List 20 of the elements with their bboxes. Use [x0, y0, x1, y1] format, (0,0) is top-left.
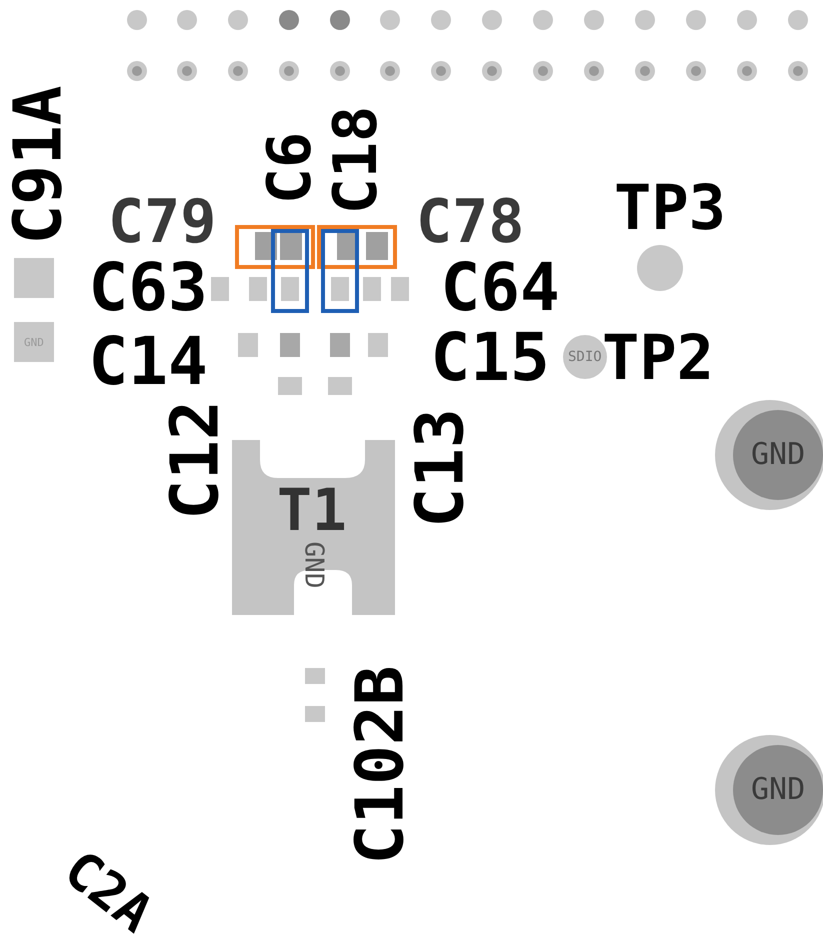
component-label: C13 — [407, 408, 474, 528]
component-label: C2A — [54, 842, 161, 942]
component-label: C18 — [326, 106, 386, 214]
component-label: C14 — [88, 329, 208, 395]
pad-label: SDIO — [568, 350, 602, 364]
component-label: T1 — [277, 481, 347, 539]
component-label: C6 — [260, 132, 320, 204]
component-label: C15 — [430, 325, 550, 391]
test-point-label: TP2 — [602, 327, 714, 389]
pad-label: GND — [751, 775, 806, 805]
pad-label: GND — [300, 542, 326, 588]
component-label: C12 — [162, 400, 228, 520]
test-point-label: TP3 — [614, 177, 726, 239]
component-label: C63 — [88, 255, 208, 321]
component-label: C102B — [346, 666, 413, 864]
component-label: C64 — [440, 255, 560, 321]
component-label: C78 — [416, 192, 524, 252]
component-label: C91A — [4, 86, 71, 244]
pad-label: GND — [751, 440, 806, 470]
component-label: C79 — [108, 192, 216, 252]
